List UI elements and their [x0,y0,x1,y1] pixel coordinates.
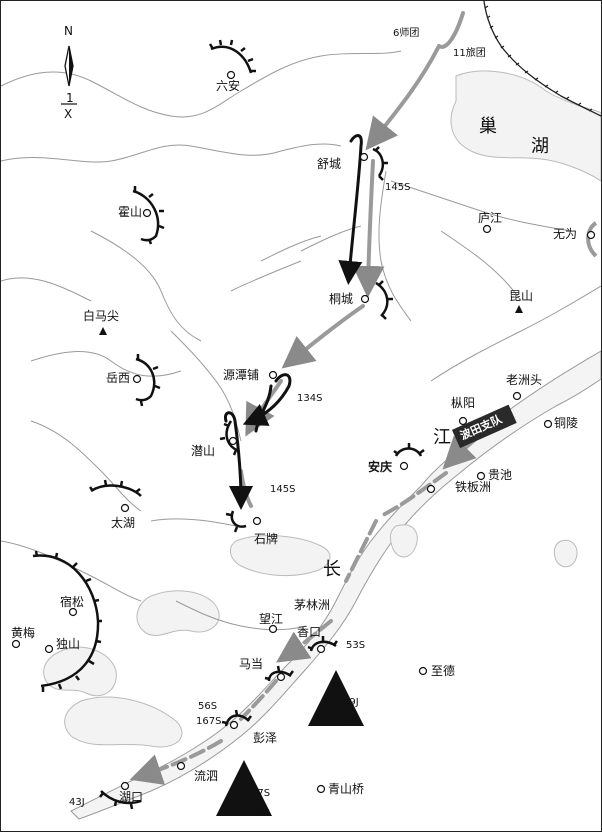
place-kunshan: 昆山 [509,289,534,303]
unit-145s-shipai: 145S [270,484,296,495]
place-shucheng: 舒城 [317,157,342,171]
place-tiebanzhou: 铁板洲 [455,480,492,494]
place-baimajian: 白马尖 [83,309,120,323]
compass-north-label: N [64,24,73,38]
place-huangmei: 黄梅 [11,626,36,640]
place-pengze: 彭泽 [253,731,278,745]
scale-numerator: 1 [66,91,74,105]
chinese-movement-arrows [216,134,364,816]
compass-arrow [61,45,77,105]
place-shipai: 石牌 [254,532,279,546]
unit-56s: 56S [198,701,218,712]
place-fengyang: 枞阳 [451,396,476,410]
place-xiangkou: 香口 [297,625,322,639]
unit-6th-division: 6师团 [393,28,420,39]
place-guichi: 贵池 [488,468,513,482]
place-susong: 宿松 [60,595,85,609]
place-lujiang: 庐江 [478,211,503,225]
unit-167s: 167S [196,716,222,727]
railway [483,1,601,117]
place-dushan: 独山 [56,637,81,651]
place-maolinzhou: 茅林洲 [294,598,331,612]
lake-right-1 [389,524,418,558]
yangtze-river [70,350,601,820]
place-tongcheng: 桐城 [329,292,354,306]
place-wuwei: 无为 [553,227,578,241]
unit-11th-brigade: 11旅团 [453,48,486,59]
place-wangjiang: 望江 [259,612,284,626]
place-qianshan: 潜山 [191,444,216,458]
river-label-jiang: 江 [433,427,451,448]
place-liusi: 流泗 [194,769,219,783]
unit-77s: 77S [251,788,271,799]
place-luan: 六安 [216,79,241,93]
place-hukou: 湖口 [119,790,144,804]
scale-denominator: X [64,107,73,121]
place-huoshan: 霍山 [118,205,143,219]
unit-16j: 16J [343,713,359,724]
chinese-defensive-positions [32,39,425,810]
lake-south [64,696,183,748]
unit-53s: 53S [346,640,366,651]
lake-west [136,590,220,636]
lake-label-hu: 湖 [531,136,549,157]
lake-shipai [229,535,331,576]
lake-right-2 [553,539,578,568]
place-taihu: 太湖 [111,516,136,530]
place-tongling: 铜陵 [554,416,579,430]
place-zhide: 至德 [431,664,456,678]
unit-43j: 43J [69,797,85,808]
mountain-markers [99,305,523,335]
place-anqing: 安庆 [368,460,393,474]
unit-49j: 49J [343,697,359,708]
town-markers [11,70,596,794]
place-yuantanpu: 源潭铺 [223,368,260,382]
unit-134s: 134S [297,393,323,404]
river-label-chang: 长 [323,559,341,580]
unit-145s-shucheng: 145S [385,182,411,193]
place-yuanxi: 岳西 [106,371,131,385]
place-qingshanqiao: 青山桥 [328,782,365,796]
lake-label-chao: 巢 [479,116,497,137]
chao-lake [450,70,601,182]
unit-16s: 16S [251,808,271,819]
place-laozhoutou: 老洲头 [506,373,543,387]
place-madang: 马当 [239,657,264,671]
